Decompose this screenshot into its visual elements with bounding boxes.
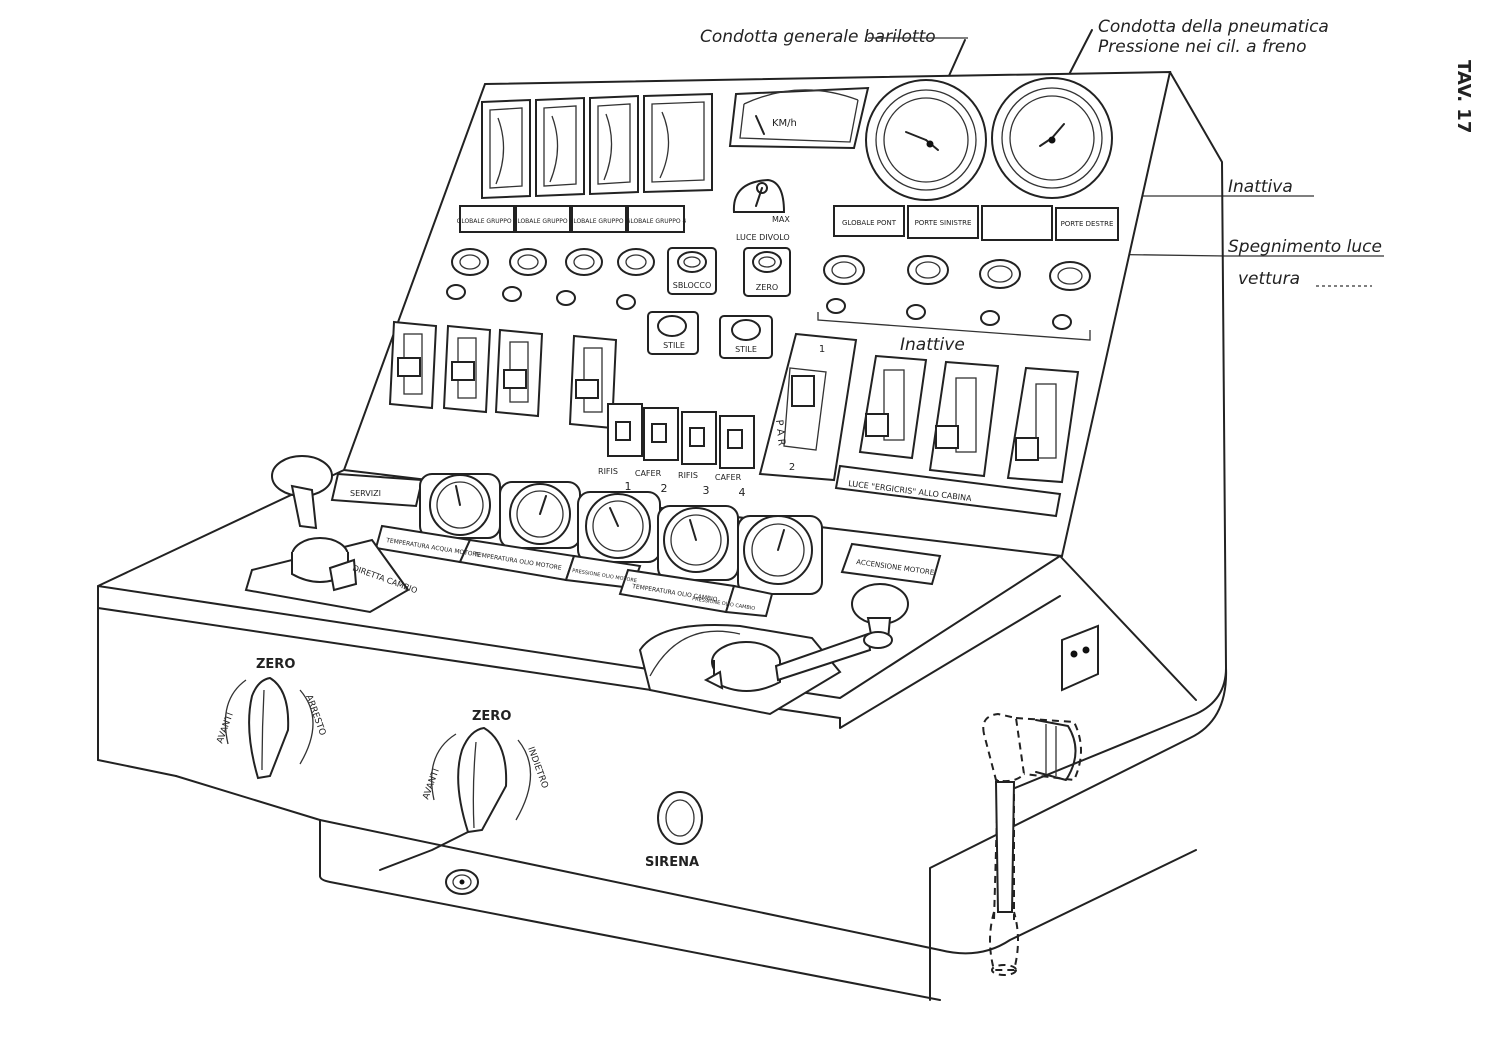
right-slider-bank[interactable] bbox=[858, 354, 1080, 484]
right-label-2: PORTE SINISTRE bbox=[915, 219, 972, 227]
selector-bottom: 2 bbox=[789, 462, 795, 473]
speedometer: KM/h bbox=[728, 86, 870, 150]
lower-button-b-label: STILE bbox=[735, 345, 757, 354]
front-keyhole bbox=[445, 869, 479, 895]
right-label-4: PORTE DESTRE bbox=[1061, 220, 1114, 228]
sblocco-button[interactable]: SBLOCCO bbox=[667, 247, 717, 295]
vertical-selector[interactable]: 1 P A R 2 bbox=[758, 332, 858, 482]
left-small-plate: SERVIZI bbox=[330, 472, 424, 508]
callout-inactive-top: Inattiva bbox=[1228, 177, 1293, 197]
selector-letters: P A R bbox=[773, 419, 787, 446]
siren-label: SIRENA bbox=[645, 855, 699, 870]
bar-gauge-4 bbox=[643, 92, 713, 194]
toggle-number-1: 1 bbox=[625, 480, 632, 493]
bar-gauge-3 bbox=[589, 94, 639, 196]
callout-brake-pipe: Condotta generale barilotto bbox=[700, 27, 936, 47]
top-label-row: GLOBALE GRUPPO 1 GLOBALE GRUPPO 2 GLOBAL… bbox=[457, 205, 687, 233]
zero-label: ZERO bbox=[756, 283, 778, 292]
slider-r2 bbox=[928, 360, 1000, 478]
toggle-label-1: RIFIS bbox=[598, 467, 618, 476]
engine-start-plate: ACCENSIONE MOTORE bbox=[840, 542, 942, 586]
slider-r1 bbox=[858, 354, 928, 460]
toggle-number-3: 3 bbox=[703, 484, 710, 497]
left-panel-label: SERVIZI bbox=[350, 489, 381, 498]
small-toggle-bank[interactable]: RIFIS CAFER RIFIS CAFER 1 2 3 4 bbox=[598, 403, 755, 499]
brake-cylinder-gauge bbox=[991, 77, 1113, 199]
right-label-row: GLOBALE PONT PORTE SINISTRE PORTE DESTRE bbox=[833, 205, 1119, 241]
left-slider-bank[interactable] bbox=[388, 320, 618, 430]
top-label-2: GLOBALE GRUPPO 2 bbox=[513, 218, 574, 225]
selector-top: 1 bbox=[819, 344, 825, 355]
callout-pneumatic-line2: Pressione nei cil. a freno bbox=[1098, 37, 1307, 57]
toggle-number-4: 4 bbox=[739, 486, 746, 499]
brake-pipe-gauge bbox=[865, 79, 987, 201]
top-gauge-bank bbox=[481, 92, 713, 200]
max-label: MAX bbox=[772, 215, 790, 224]
top-label-4: GLOBALE GRUPPO 4 bbox=[626, 218, 687, 225]
callout-light-off-line1: Spegnimento luce bbox=[1228, 237, 1382, 257]
slider-2 bbox=[442, 324, 492, 414]
slider-3 bbox=[494, 328, 544, 418]
lower-button-a-label: STILE bbox=[663, 341, 685, 350]
left-direction-dial[interactable]: ZERO AVANTI ARRESTO bbox=[215, 657, 327, 780]
detail-label: LUCE DIVOLO bbox=[736, 233, 790, 242]
inactive-bracket: Inattive bbox=[817, 312, 1091, 355]
sblocco-label: SBLOCCO bbox=[673, 281, 712, 290]
top-label-1: GLOBALE GRUPPO 1 bbox=[457, 218, 518, 225]
toggle-label-2: CAFER bbox=[635, 469, 662, 478]
center-direction-dial[interactable]: ZERO AVANTI INDIETRO bbox=[379, 709, 549, 871]
right-label-1: GLOBALE PONT bbox=[842, 219, 897, 227]
center-dial-top: ZERO bbox=[472, 709, 511, 724]
toggle-label-4: CAFER bbox=[715, 473, 742, 482]
top-label-3: GLOBALE GRUPPO 3 bbox=[569, 218, 630, 225]
removable-handle[interactable] bbox=[982, 712, 1082, 976]
lower-button-b[interactable]: STILE bbox=[719, 315, 773, 359]
master-controller-lever[interactable] bbox=[638, 583, 909, 716]
slider-4 bbox=[568, 334, 618, 430]
toggle-number-2: 2 bbox=[661, 482, 668, 495]
push-button-row[interactable] bbox=[451, 248, 1091, 291]
slider-r3 bbox=[1006, 366, 1080, 484]
callout-light-off-line2: vettura bbox=[1238, 269, 1300, 289]
zero-button[interactable]: ZERO bbox=[743, 247, 791, 297]
siren-button[interactable]: SIRENA bbox=[645, 791, 703, 870]
left-dial-top: ZERO bbox=[256, 657, 295, 672]
lower-gauge-label-strip: TEMPERATURA ACQUA MOTORE TEMPERATURA OLI… bbox=[374, 524, 774, 618]
indicator-lamp-row bbox=[446, 284, 1072, 330]
toggle-label-3: RIFIS bbox=[678, 471, 698, 480]
side-socket bbox=[1061, 624, 1099, 692]
gearbox-lever[interactable]: DIRETTA CAMBIO bbox=[244, 455, 419, 614]
bar-gauge-2 bbox=[535, 96, 585, 198]
max-toggle[interactable]: MAX LUCE DIVOLO bbox=[732, 178, 790, 242]
callout-pneumatic-line1: Condotta della pneumatica bbox=[1098, 17, 1329, 37]
center-dial-right: INDIETRO bbox=[525, 746, 549, 790]
plate-label: TAV. 17 bbox=[1453, 60, 1474, 133]
speedometer-unit: KM/h bbox=[772, 118, 797, 129]
inactive-row-label: Inattive bbox=[900, 335, 965, 355]
slider-1 bbox=[388, 320, 438, 410]
lower-button-a[interactable]: STILE bbox=[647, 311, 699, 355]
bar-gauge-1 bbox=[481, 98, 531, 200]
